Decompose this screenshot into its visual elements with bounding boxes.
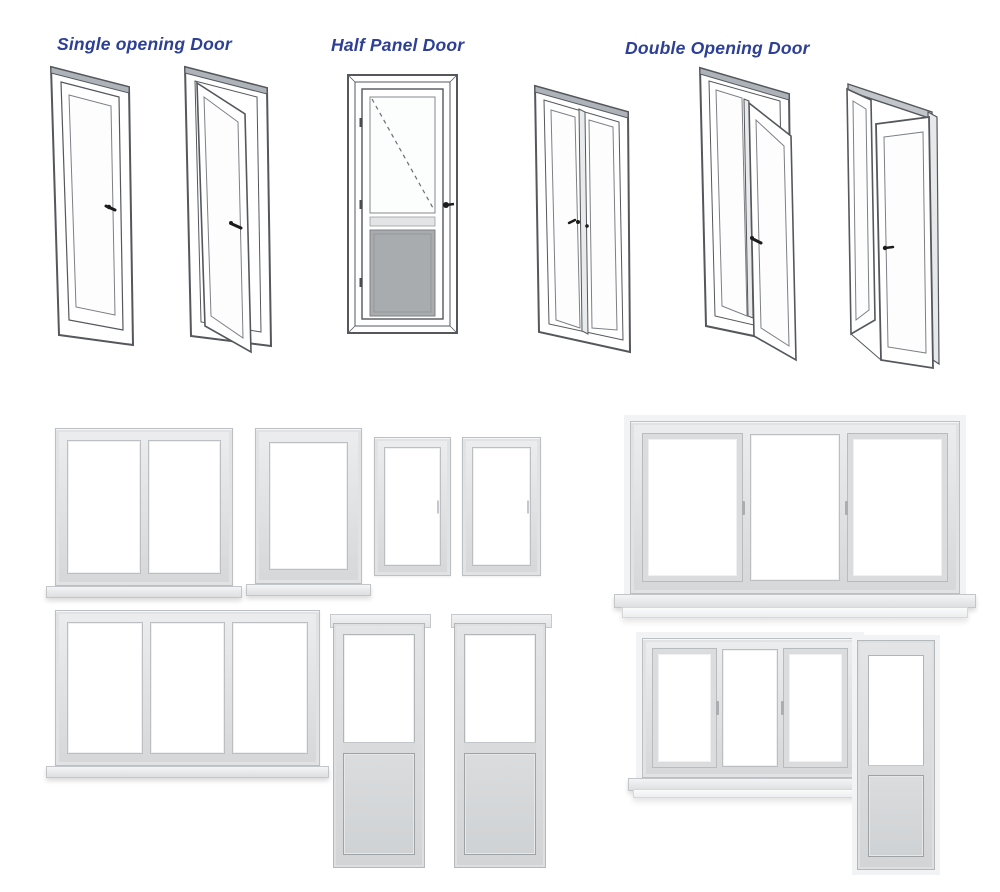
door-bottom-panel [868, 775, 924, 857]
window-frame [374, 437, 451, 576]
double-door-closed-icon [533, 84, 632, 354]
window-pane [149, 622, 226, 754]
window-three-pane-large [614, 421, 976, 618]
balcony-door-2 [451, 614, 552, 868]
door-glass [464, 634, 536, 744]
window-pane [67, 622, 143, 754]
single-door-open-illustration [172, 52, 278, 358]
window-pane [384, 447, 441, 566]
window-pane [472, 447, 531, 566]
window-sill [246, 584, 371, 596]
balcony-block [628, 630, 944, 872]
balcony-door-1 [330, 614, 431, 868]
door-bottom-panel [343, 753, 415, 855]
double-door-both-open-icon [846, 83, 940, 370]
double-door-one-open-illustration [692, 54, 808, 364]
window-casement [642, 433, 743, 582]
window-sub-sill [622, 607, 968, 618]
window-three-pane [46, 610, 329, 778]
door-bottom-panel [464, 753, 536, 855]
window-pane [722, 649, 778, 767]
half-panel-door-illustration [345, 72, 460, 336]
combo-door [857, 640, 935, 870]
window-casement [847, 433, 949, 582]
window-frame [462, 437, 541, 576]
window-frame [55, 610, 320, 766]
door-glass [343, 634, 415, 744]
window-narrow-1 [374, 437, 451, 576]
window-frame [642, 638, 858, 778]
window-narrow-2 [462, 437, 541, 576]
window-pane [147, 440, 221, 574]
single-door-closed-icon [49, 65, 135, 347]
single-door-open-icon [183, 65, 273, 354]
window-pane [269, 442, 348, 570]
window-pane [67, 440, 141, 574]
caption-single-opening-door: Single opening Door [57, 34, 232, 54]
window-sub-sill [633, 789, 860, 798]
window-frame [255, 428, 362, 584]
caption-double-opening-door: Double Opening Door [625, 38, 810, 58]
double-door-closed-illustration [528, 74, 642, 356]
single-door-closed-illustration [44, 56, 140, 348]
window-frame [630, 421, 960, 594]
door-glass [868, 655, 924, 767]
double-door-both-open-illustration [840, 62, 956, 376]
double-door-one-open-icon [698, 66, 797, 362]
caption-half-panel-door: Half Panel Door [331, 35, 465, 55]
window-pane [749, 434, 841, 581]
window-pane [232, 622, 309, 754]
window-casement [782, 648, 848, 768]
window-casement [651, 648, 718, 768]
window-frame [55, 428, 233, 586]
window-sill [614, 594, 976, 608]
window-sill [46, 586, 242, 598]
window-single [246, 428, 371, 596]
combo-window [642, 638, 858, 778]
window-sill [46, 766, 329, 778]
window-two-pane [46, 428, 242, 598]
half-panel-door-icon [347, 74, 458, 334]
